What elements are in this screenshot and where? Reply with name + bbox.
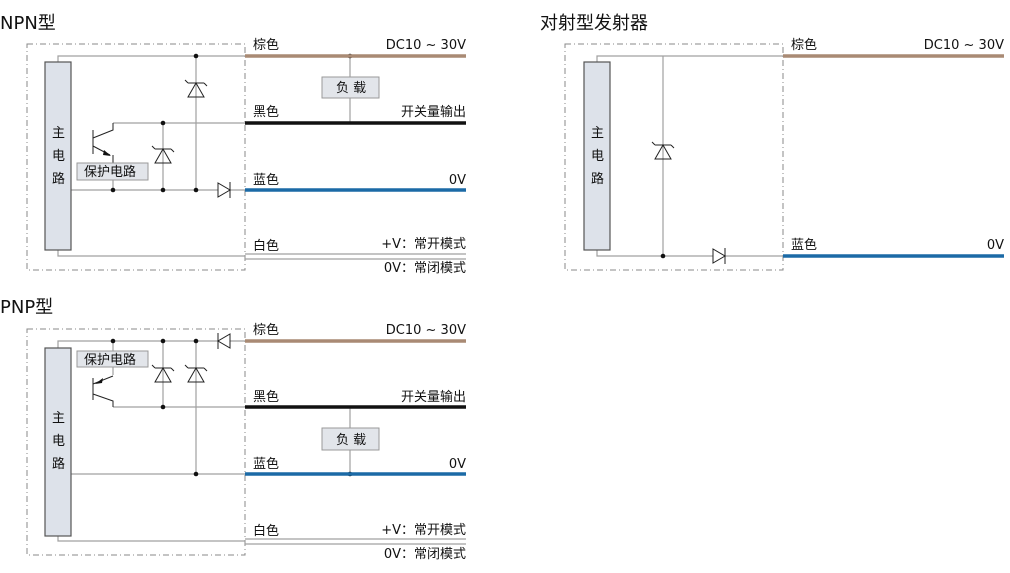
load-block <box>321 427 380 451</box>
wire-value: 开关量输出 <box>401 389 466 405</box>
wire-value: 开关量输出 <box>401 104 466 120</box>
main-circuit-label: 主 <box>591 126 604 141</box>
wire-label: 蓝色 <box>791 237 817 253</box>
protection-circuit-block <box>76 350 149 368</box>
wire-value: 0V：常闭模式 <box>384 547 466 562</box>
main-circuit-label: 电 <box>52 434 65 449</box>
wire-label: 蓝色 <box>253 456 279 472</box>
main-circuit-block <box>583 61 611 251</box>
load-block <box>321 76 380 99</box>
wire-value: DC10 ~ 30V <box>386 38 466 53</box>
junction-dot <box>160 404 166 410</box>
protection-circuit-label: 保护电路 <box>84 352 136 368</box>
internal-wiring <box>596 55 783 257</box>
junction-dot <box>193 338 199 344</box>
junction-dot <box>193 53 199 59</box>
junction-dot <box>193 187 199 193</box>
main-circuit-label: 电 <box>591 149 604 164</box>
main-circuit-label: 路 <box>52 171 65 187</box>
transistor-arrow-icon <box>103 150 111 156</box>
transistor-arrow-icon <box>95 378 103 384</box>
wire-label: 棕色 <box>253 322 279 338</box>
main-circuit-block <box>44 347 72 537</box>
wire-value: DC10 ~ 30V <box>386 323 466 338</box>
wire-label: 黑色 <box>253 104 279 120</box>
wire-label: 棕色 <box>253 37 279 53</box>
internal-wiring <box>57 55 466 260</box>
junction-dot <box>110 338 116 344</box>
sensor-boundary <box>26 43 246 271</box>
sensor-boundary <box>564 43 784 271</box>
wire-value: 0V <box>449 457 466 472</box>
main-circuit-label: 电 <box>52 149 65 164</box>
junction-dot <box>110 187 116 193</box>
load-label: 负 载 <box>336 433 366 448</box>
diode-icon <box>712 248 726 264</box>
diode-icon <box>217 182 231 198</box>
diode-icon <box>217 333 231 349</box>
wire-label: 白色 <box>253 238 279 254</box>
main-circuit-label: 路 <box>591 171 604 187</box>
protection-circuit-label: 保护电路 <box>84 164 136 180</box>
internal-wiring <box>57 340 466 545</box>
wire-value: DC10 ~ 30V <box>924 38 1004 53</box>
pnp-title: PNP型 <box>0 297 53 318</box>
main-circuit-block <box>44 61 72 251</box>
wire-value: +V：常开模式 <box>381 237 466 252</box>
wire-value: 0V <box>449 173 466 188</box>
wire-value: +V：常开模式 <box>381 523 466 538</box>
junction-dot <box>193 471 199 477</box>
wire-value: 0V：常闭模式 <box>384 261 466 276</box>
load-label: 负 载 <box>336 81 366 96</box>
pnp-diagram: PNP型 主 电 路 保护电路 负 载 棕色 DC10 ~ 30V 黑色 开关量… <box>0 297 466 562</box>
main-circuit-label: 路 <box>52 456 65 472</box>
wire-label: 蓝色 <box>253 172 279 188</box>
transistor-icon <box>92 123 114 163</box>
junction-dot <box>160 338 166 344</box>
sensor-boundary <box>26 328 246 556</box>
npn-title: NPN型 <box>0 13 56 34</box>
junction-dot <box>160 187 166 193</box>
wire-label: 棕色 <box>791 37 817 53</box>
main-circuit-label: 主 <box>52 411 65 426</box>
junction-dot <box>660 253 666 259</box>
npn-diagram: NPN型 主 电 路 保护电路 负 载 棕色 DC10 ~ 30V 黑色 开关量… <box>0 13 466 276</box>
wire-label: 黑色 <box>253 389 279 405</box>
transistor-icon <box>92 375 114 407</box>
emitter-diagram: 对射型发射器 主 电 路 棕色 DC10 ~ 30V 蓝色 0V <box>540 13 1004 271</box>
junction-dot <box>160 120 166 126</box>
wire-label: 白色 <box>253 523 279 539</box>
protection-circuit-block <box>76 162 149 181</box>
main-circuit-label: 主 <box>52 126 65 141</box>
wire-value: 0V <box>987 238 1004 253</box>
emitter-title: 对射型发射器 <box>540 13 648 34</box>
